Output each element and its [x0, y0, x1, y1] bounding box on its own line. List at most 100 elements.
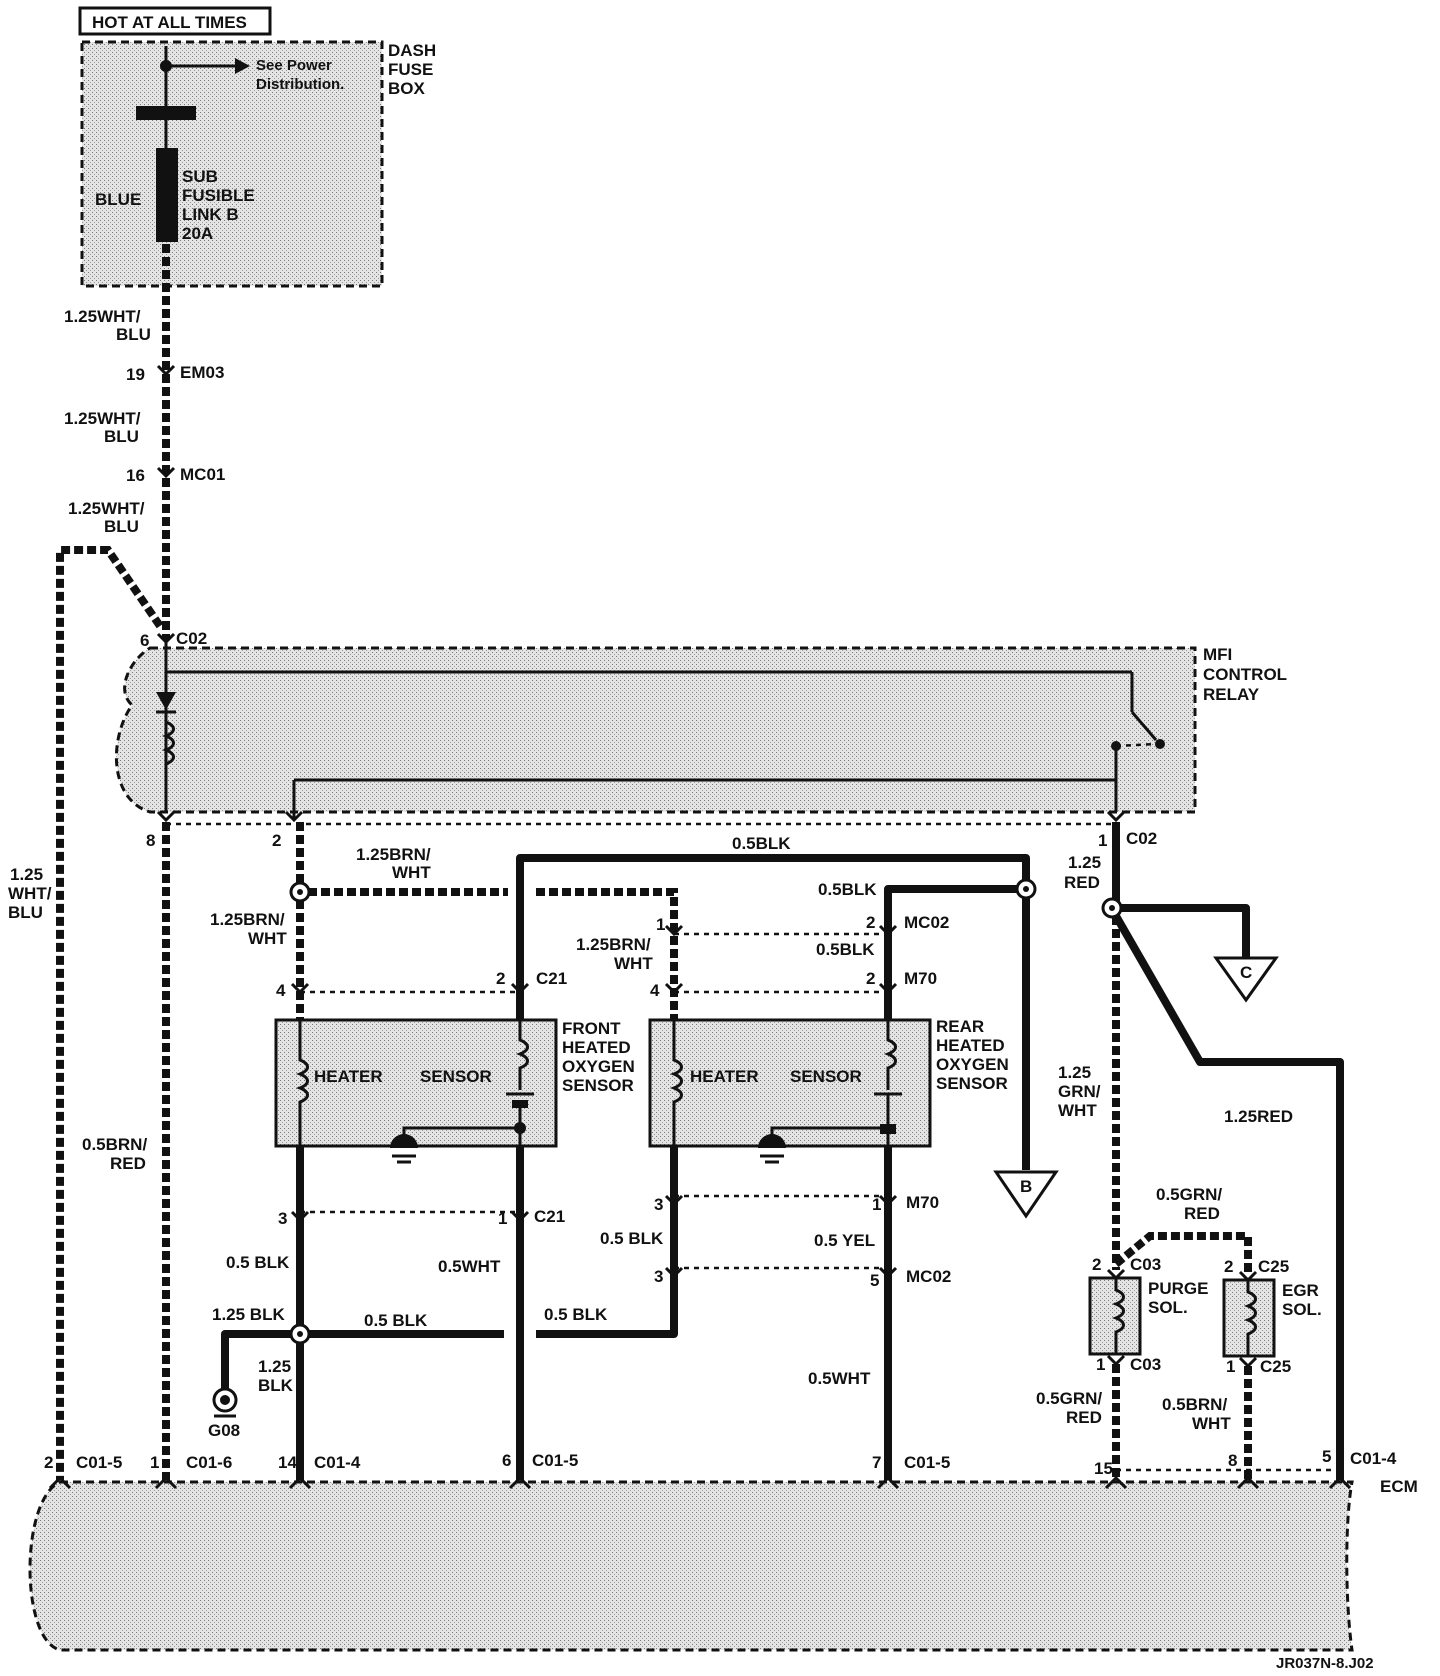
svg-text:WHT/: WHT/ — [8, 884, 52, 903]
svg-text:RELAY: RELAY — [1203, 685, 1260, 704]
wire-label-blk-rear: 0.5BLK — [818, 880, 877, 899]
wire-label-wht-blu-b: 1.25WHT/ BLU — [64, 409, 141, 446]
connector-mc01: 16 MC01 — [126, 465, 225, 485]
svg-text:C03: C03 — [1130, 1355, 1161, 1374]
connector-c03-bottom: 1 C03 — [1096, 1354, 1161, 1374]
svg-text:14: 14 — [278, 1453, 297, 1472]
svg-text:DASH: DASH — [388, 41, 436, 60]
svg-text:1: 1 — [872, 1195, 881, 1214]
svg-text:CONTROL: CONTROL — [1203, 665, 1287, 684]
svg-text:BLK: BLK — [258, 1376, 294, 1395]
relay-switch-contact — [1130, 711, 1158, 741]
svg-text:G08: G08 — [208, 1421, 240, 1440]
ecm-pin-3: 14 C01-4 — [278, 1453, 361, 1490]
svg-text:RED: RED — [1184, 1204, 1220, 1223]
wire-label-red: 1.25 RED — [1064, 853, 1101, 892]
svg-text:BLU: BLU — [104, 517, 139, 536]
svg-text:C25: C25 — [1260, 1357, 1291, 1376]
svg-text:1.25: 1.25 — [1068, 853, 1101, 872]
wire-label-wht-rear: 0.5WHT — [808, 1369, 871, 1388]
wire-label-brn-wht-egr: 0.5BRN/ WHT — [1162, 1395, 1231, 1433]
svg-text:3: 3 — [278, 1209, 287, 1228]
dash-fuse-box — [80, 40, 384, 288]
svg-text:WHT: WHT — [1192, 1414, 1231, 1433]
svg-text:0.5BRN/: 0.5BRN/ — [1162, 1395, 1227, 1414]
svg-text:C02: C02 — [176, 629, 207, 648]
reference-c — [1213, 956, 1279, 1003]
wire-label-blk-mid: 0.5 BLK — [364, 1311, 428, 1330]
connector-c02-bottom: 8 2 1 C02 — [146, 810, 1157, 850]
rear-sensor-element-label: SENSOR — [790, 1067, 862, 1086]
svg-text:C: C — [1240, 963, 1252, 982]
svg-text:1.25: 1.25 — [10, 865, 43, 884]
ecm-pin-2: 1 C01-6 — [150, 1453, 232, 1490]
svg-text:OXYGEN: OXYGEN — [562, 1057, 635, 1076]
svg-text:RED: RED — [110, 1154, 146, 1173]
wire-label-wht-front: 0.5WHT — [438, 1257, 501, 1276]
svg-text:C03: C03 — [1130, 1255, 1161, 1274]
svg-text:5: 5 — [870, 1271, 879, 1290]
svg-text:MFI: MFI — [1203, 645, 1232, 664]
ground-g08-icon: G08 — [208, 1387, 240, 1440]
wire-label-grn-wht: 1.25 GRN/ WHT — [1058, 1063, 1101, 1120]
svg-text:1: 1 — [1226, 1357, 1235, 1376]
svg-text:2: 2 — [1224, 1257, 1233, 1276]
svg-text:0.5GRN/: 0.5GRN/ — [1036, 1389, 1102, 1408]
svg-text:C21: C21 — [536, 969, 567, 988]
connector-c25-top: 2 C25 — [1224, 1257, 1289, 1283]
svg-text:REAR: REAR — [936, 1017, 984, 1036]
dash-fuse-box-label: DASH FUSE BOX — [388, 41, 436, 98]
front-sensor-resistor — [515, 1020, 529, 1090]
svg-text:SOL.: SOL. — [1282, 1300, 1322, 1319]
wire-blk-top — [516, 854, 1030, 1170]
connector-c21-bottom: 3 1 C21 — [278, 1207, 565, 1228]
ecm-pin-4: 6 C01-5 — [502, 1451, 578, 1490]
svg-text:15: 15 — [1094, 1459, 1113, 1478]
svg-text:0.5GRN/: 0.5GRN/ — [1156, 1185, 1222, 1204]
svg-text:MC02: MC02 — [904, 913, 949, 932]
ecm-pin-6: 15 — [1094, 1459, 1128, 1490]
svg-text:1: 1 — [150, 1453, 159, 1472]
wire-label-brn-wht-a: 1.25BRN/ WHT — [210, 910, 287, 948]
svg-text:GRN/: GRN/ — [1058, 1082, 1101, 1101]
svg-text:16: 16 — [126, 466, 145, 485]
svg-text:C01-4: C01-4 — [314, 1453, 361, 1472]
svg-text:2: 2 — [866, 969, 875, 988]
wire-red-to-c — [1120, 904, 1250, 958]
svg-text:1: 1 — [498, 1209, 507, 1228]
svg-text:SUB: SUB — [182, 167, 218, 186]
reference-b — [993, 1170, 1059, 1219]
mfi-control-relay — [115, 646, 1197, 814]
svg-text:M70: M70 — [904, 969, 937, 988]
svg-text:M70: M70 — [906, 1193, 939, 1212]
wire-label-blk-front: 0.5 BLK — [226, 1253, 290, 1272]
svg-text:RED: RED — [1064, 873, 1100, 892]
fusible-link-label: BLUE SUB FUSIBLE LINK B 20A — [95, 167, 255, 243]
sub-fusible-link — [156, 148, 178, 242]
wire-label-wht-blu-c: 1.25WHT/ BLU — [68, 499, 145, 536]
svg-text:BLUE: BLUE — [95, 190, 141, 209]
front-heater-label: HEATER — [314, 1067, 383, 1086]
wire-wht-blu-left — [56, 546, 164, 1480]
ecm-module — [28, 1480, 1354, 1652]
svg-text:WHT: WHT — [392, 863, 431, 882]
wire-label-brn-wht-top: 1.25BRN/ WHT — [356, 845, 431, 882]
svg-text:2: 2 — [1092, 1255, 1101, 1274]
connector-m70-top: 4 2 M70 — [650, 969, 937, 1000]
wire-label-blk-125: 1.25 BLK — [212, 1305, 285, 1324]
front-sensor-ground-icon — [390, 1134, 418, 1164]
svg-text:5: 5 — [1322, 1447, 1331, 1466]
svg-text:2: 2 — [272, 831, 281, 850]
svg-text:3: 3 — [654, 1267, 663, 1286]
svg-text:1.25WHT/: 1.25WHT/ — [68, 499, 145, 518]
svg-text:BLU: BLU — [116, 325, 151, 344]
svg-text:SENSOR: SENSOR — [936, 1074, 1008, 1093]
svg-text:C01-5: C01-5 — [76, 1453, 122, 1472]
connector-mc02-top: 1 2 MC02 — [656, 913, 949, 937]
wire-label-grn-red-top: 0.5GRN/ RED — [1156, 1185, 1222, 1223]
svg-text:EM03: EM03 — [180, 363, 224, 382]
svg-text:WHT: WHT — [614, 954, 653, 973]
wire-grn-red-top — [1113, 1232, 1252, 1272]
mfi-relay-label: MFI CONTROL RELAY — [1203, 645, 1287, 704]
